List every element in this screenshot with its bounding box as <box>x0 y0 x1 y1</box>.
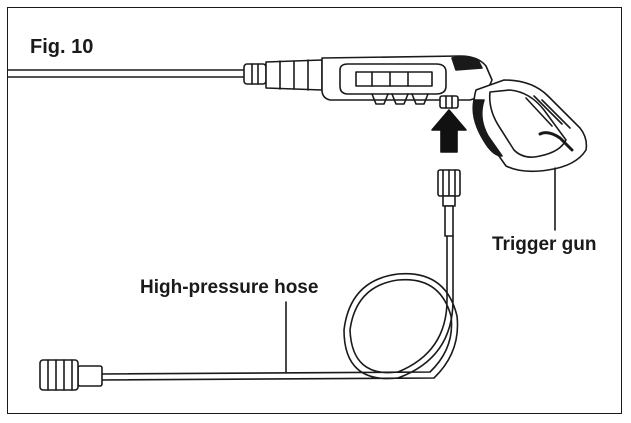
hose-coupling-top <box>437 169 461 237</box>
figure-title: Fig. 10 <box>30 36 94 58</box>
high-pressure-hose-label: High-pressure hose <box>140 277 319 298</box>
high-pressure-hose-drawing <box>39 235 459 391</box>
spray-wand <box>7 63 267 85</box>
trigger-gun-drawing <box>265 55 588 173</box>
trigger-gun-label: Trigger gun <box>492 234 597 255</box>
up-arrow-icon <box>431 109 467 153</box>
